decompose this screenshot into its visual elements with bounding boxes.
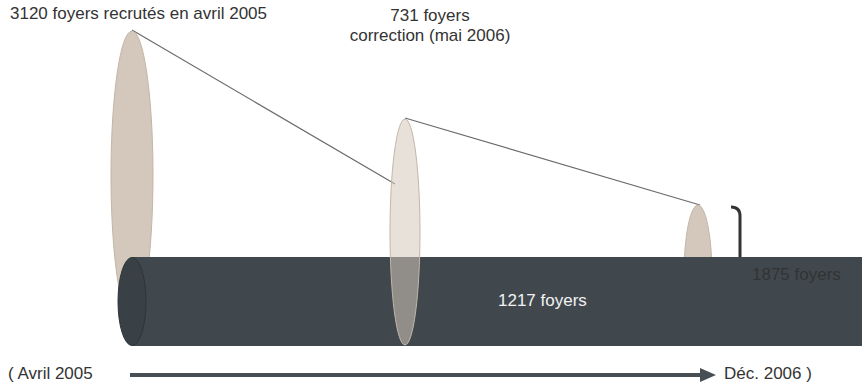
cone-line xyxy=(132,30,395,184)
timeline-start: ( Avril 2005 xyxy=(8,364,93,384)
bracket-label: 1875 foyers xyxy=(752,265,841,285)
cone-line xyxy=(405,118,700,205)
timeline-start-holder: ( Avril 2005 xyxy=(8,364,93,384)
correction-ellipse: 731 foyers correction (mai 2006) xyxy=(389,118,421,346)
label-line: 731 foyers xyxy=(340,6,520,26)
panel-cylinder: 1217 foyers xyxy=(118,257,862,346)
cylinder-body xyxy=(132,257,862,346)
timeline-arrow xyxy=(130,373,702,377)
ellipse-outline xyxy=(390,119,420,345)
ellipse-shape xyxy=(389,118,421,346)
label-line: correction (mai 2006) xyxy=(340,26,520,46)
node-label: 3120 foyers recrutés en avril 2005 xyxy=(10,4,54,24)
node-label: 1217 foyers xyxy=(498,291,862,311)
bracket-label-holder: 1875 foyers xyxy=(752,265,841,285)
timeline-end: Déc. 2006 ) xyxy=(724,364,812,384)
node-label: 731 foyers correction (mai 2006) xyxy=(340,6,520,46)
arrow-head xyxy=(700,368,716,382)
cylinder-shape xyxy=(118,257,862,346)
timeline-end-holder: Déc. 2006 ) xyxy=(724,364,812,384)
cylinder-cap xyxy=(118,258,146,346)
